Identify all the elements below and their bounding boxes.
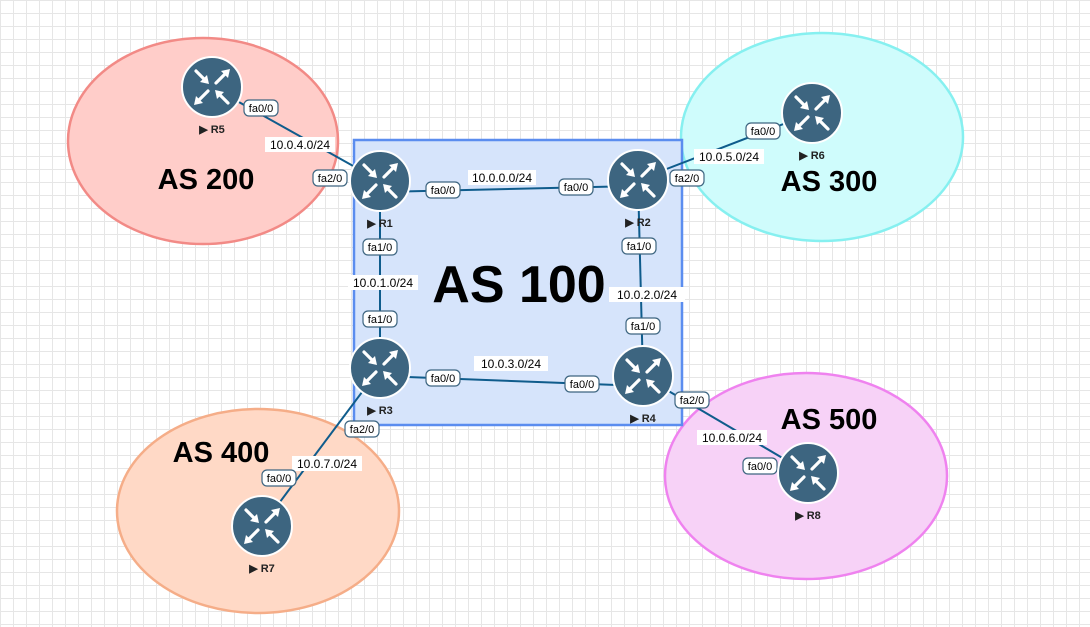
svg-text:10.0.2.0/24: 10.0.2.0/24 [617,288,677,302]
as300-label: AS 300 [781,166,878,198]
as200-area [66,36,340,246]
iface-r3-fa1-0[interactable]: fa1/0 [362,310,398,328]
iface-r3-fa0-0[interactable]: fa0/0 [425,369,461,387]
svg-text:fa0/0: fa0/0 [249,103,273,115]
link-r1-r2[interactable] [379,185,638,193]
iface-r7-fa0-0[interactable]: fa0/0 [261,469,297,487]
iface-r4-fa1-0[interactable]: fa1/0 [625,317,661,335]
svg-text:fa1/0: fa1/0 [368,314,392,326]
svg-text:fa0/0: fa0/0 [564,182,588,194]
svg-text:10.0.0.0/24: 10.0.0.0/24 [472,171,532,185]
svg-text:10.0.4.0/24: 10.0.4.0/24 [270,138,330,152]
router-r2[interactable]: ▶ R2 [606,148,670,229]
iface-r1-fa2-0[interactable]: fa2/0 [312,169,348,187]
svg-text:fa2/0: fa2/0 [318,173,342,185]
svg-text:fa2/0: fa2/0 [675,173,699,185]
router-label: ▶ R6 [798,150,825,162]
router-r1[interactable]: ▶ R1 [348,149,412,230]
router-r5[interactable]: ▶ R5 [180,55,244,136]
link-r6-r2[interactable] [637,112,813,181]
iface-r6-fa0-0[interactable]: fa0/0 [745,122,781,140]
as500-label: AS 500 [781,404,878,436]
router-r6[interactable]: ▶ R6 [780,81,844,162]
interface-labels: fa0/0 fa0/0 fa1/0 fa1/0 fa1/0 fa1/0 fa0/… [243,99,781,487]
router-icon [606,148,670,212]
svg-text:fa0/0: fa0/0 [570,379,594,391]
iface-r2-fa0-0[interactable]: fa0/0 [558,178,594,196]
iface-r2-fa1-0[interactable]: fa1/0 [621,237,657,255]
svg-text:fa1/0: fa1/0 [627,241,651,253]
router-label: ▶ R4 [629,413,656,425]
subnet-label-r3-r7: 10.0.7.0/24 [292,456,362,471]
router-label: ▶ R1 [366,218,393,230]
router-label: ▶ R5 [198,124,225,136]
svg-text:fa0/0: fa0/0 [748,461,772,473]
subnet-label-r2-r4: 10.0.2.0/24 [609,287,685,302]
svg-text:fa1/0: fa1/0 [368,242,392,254]
link-r5-r1[interactable] [211,86,381,182]
router-icon [180,55,244,119]
subnet-label-r4-r8: 10.0.6.0/24 [697,430,767,445]
as100-label: AS 100 [432,256,605,314]
as200-label: AS 200 [158,164,255,196]
subnet-label-r3-r4: 10.0.3.0/24 [474,356,548,371]
subnet-label-r1-r3: 10.0.1.0/24 [348,275,418,290]
as-labels: AS 100 AS 200 AS 300 AS 400 AS 500 [158,164,878,469]
svg-text:fa0/0: fa0/0 [267,473,291,485]
subnet-label-r5-r1: 10.0.4.0/24 [265,137,335,152]
iface-r8-fa0-0[interactable]: fa0/0 [742,457,778,475]
router-r4[interactable]: ▶ R4 [611,344,675,425]
iface-r4-fa0-0[interactable]: fa0/0 [564,375,600,393]
svg-text:fa2/0: fa2/0 [680,395,704,407]
routers: ▶ R1 ▶ R2 ▶ R3 ▶ R4 ▶ R5 ▶ R6 ▶ R7 ▶ R8 [180,55,844,575]
router-icon [776,441,840,505]
svg-text:10.0.5.0/24: 10.0.5.0/24 [699,150,759,164]
svg-text:10.0.1.0/24: 10.0.1.0/24 [353,276,413,290]
router-icon [348,336,412,400]
links [211,86,813,527]
link-r2-r4[interactable] [637,179,644,377]
link-r3-r7[interactable] [261,367,381,527]
router-label: ▶ R3 [366,405,393,417]
iface-r3-fa2-0[interactable]: fa2/0 [344,420,380,438]
svg-text:10.0.3.0/24: 10.0.3.0/24 [481,357,541,371]
link-r4-r8[interactable] [642,375,809,474]
subnet-label-r6-r2: 10.0.5.0/24 [694,149,764,164]
svg-text:fa0/0: fa0/0 [751,126,775,138]
router-r7[interactable]: ▶ R7 [230,494,294,575]
subnet-label-r1-r2: 10.0.0.0/24 [468,170,536,185]
router-icon [611,344,675,408]
router-r3[interactable]: ▶ R3 [348,336,412,417]
as400-label: AS 400 [173,437,270,469]
iface-r1-fa0-0[interactable]: fa0/0 [425,181,461,199]
router-label: ▶ R7 [248,563,275,575]
router-icon [230,494,294,558]
svg-text:fa1/0: fa1/0 [631,321,655,333]
svg-text:fa2/0: fa2/0 [350,424,374,436]
router-r8[interactable]: ▶ R8 [776,441,840,522]
router-icon [780,81,844,145]
svg-text:fa0/0: fa0/0 [431,185,455,197]
svg-text:10.0.7.0/24: 10.0.7.0/24 [297,457,357,471]
iface-r2-fa2-0[interactable]: fa2/0 [669,169,705,187]
subnet-labels: 10.0.0.0/24 10.0.1.0/24 10.0.2.0/24 10.0… [265,137,767,471]
svg-text:10.0.6.0/24: 10.0.6.0/24 [702,431,762,445]
iface-r1-fa1-0[interactable]: fa1/0 [362,238,398,256]
svg-text:fa0/0: fa0/0 [431,373,455,385]
router-label: ▶ R2 [624,217,651,229]
router-label: ▶ R8 [794,510,821,522]
iface-r5-fa0-0[interactable]: fa0/0 [243,99,279,117]
router-icon [348,149,412,213]
iface-r4-fa2-0[interactable]: fa2/0 [674,391,710,409]
